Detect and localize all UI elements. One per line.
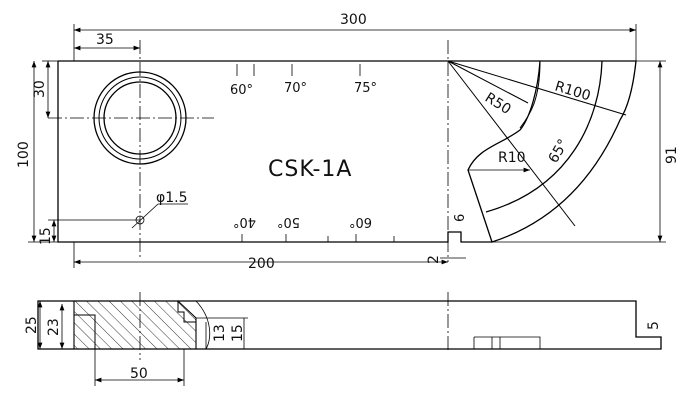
dim-radius-r100: R100 — [553, 79, 593, 105]
dim-length-300: 300 — [340, 12, 367, 28]
hatched-insert — [73, 300, 197, 350]
section-view: 25 23 13 15 50 5 — [24, 292, 662, 386]
dim-notch-width-2: 2 — [426, 255, 442, 264]
front-view: CSK-1A — [48, 40, 637, 262]
dim-height-91: 91 — [664, 146, 680, 164]
dim-step-13: 13 — [212, 324, 228, 342]
angle-mark-60-bottom: 60° — [349, 214, 372, 229]
dim-pin-height-15: 15 — [38, 227, 54, 245]
dim-insert-depth-23: 23 — [46, 318, 62, 336]
dim-insert-width-50: 50 — [130, 366, 148, 382]
dim-notch-depth: 6 — [453, 214, 468, 222]
dim-radius-r50: R50 — [482, 90, 514, 118]
block-title: CSK-1A — [268, 157, 352, 182]
dim-pin-diameter: φ1.5 — [156, 190, 188, 206]
dim-thickness-25: 25 — [24, 316, 40, 334]
dim-slot-5: 5 — [646, 321, 662, 330]
dim-height-100: 100 — [16, 141, 32, 168]
angle-mark-40: 40° — [233, 214, 256, 229]
angle-mark-75: 75° — [354, 81, 377, 96]
dim-notch-position-200: 200 — [248, 256, 275, 272]
angle-mark-60: 60° — [230, 83, 253, 98]
dim-notch-radius: R10 — [498, 150, 526, 166]
angle-mark-50: 50° — [277, 214, 300, 229]
arc-angle-65: 65° — [546, 136, 572, 166]
dim-step-15: 15 — [230, 324, 246, 342]
front-dimensions: 300 35 30 100 15 φ1.5 200 2 6 91 R5 — [16, 12, 680, 272]
dim-hole-offset-35: 35 — [96, 32, 114, 48]
angle-mark-70: 70° — [284, 81, 307, 96]
